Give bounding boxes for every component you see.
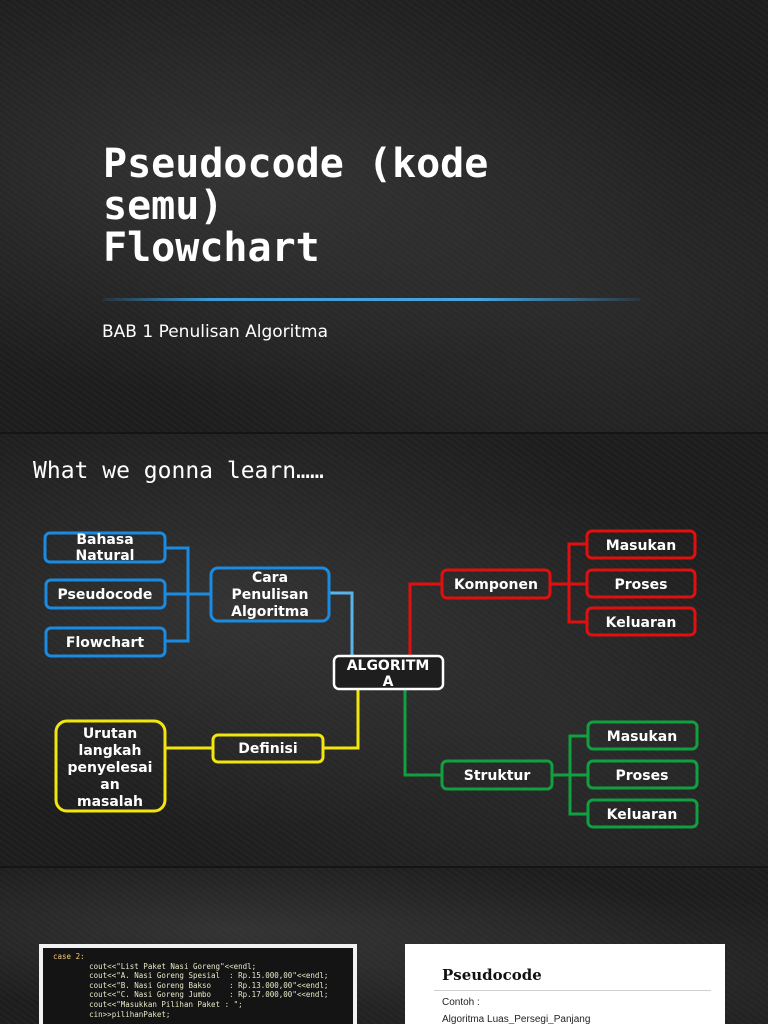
svg-text:Keluaran: Keluaran <box>606 615 677 631</box>
code-line: cin>>pilihanPaket; <box>53 1009 171 1019</box>
connector-flowchart <box>165 594 190 643</box>
code-line: cout<<"C. Nasi Goreng Jumbo : Rp.17.000,… <box>53 990 329 1000</box>
svg-text:Struktur: Struktur <box>464 768 531 784</box>
node-struktur: Struktur <box>440 759 554 791</box>
connector-komponen-keluaran <box>567 584 587 624</box>
svg-text:Urutan: Urutan <box>83 726 137 742</box>
node-komponen-masukan: Masukan <box>585 529 697 560</box>
node-bahasa-natural: Bahasa Natural <box>43 531 167 564</box>
slide-heading: What we gonna learn…… <box>33 458 324 484</box>
title-divider <box>103 298 640 301</box>
svg-text:langkah: langkah <box>79 743 142 759</box>
code-line: cout<<"List Paket Nasi Goreng"<<endl; <box>53 961 257 971</box>
yellow-connectors <box>165 689 360 750</box>
mindmap-slide: What we gonna learn…… <box>0 434 768 866</box>
title-line-3: Flowchart <box>103 225 320 271</box>
blue-connectors <box>165 546 211 643</box>
document-title: Pseudocode <box>442 966 542 984</box>
node-pseudocode: Pseudocode <box>44 578 167 610</box>
connector-bahasa-natural <box>165 546 190 594</box>
svg-text:Pseudocode: Pseudocode <box>58 587 153 603</box>
svg-text:Masukan: Masukan <box>606 538 676 554</box>
svg-text:an: an <box>100 777 119 793</box>
node-urutan-langkah: Urutan langkah penyelesai an masalah <box>54 719 167 813</box>
svg-text:Komponen: Komponen <box>454 577 538 593</box>
svg-text:Keluaran: Keluaran <box>607 807 678 823</box>
node-komponen-keluaran: Keluaran <box>585 606 697 637</box>
node-cara-penulisan-algoritma: Cara Penulisan Algoritma <box>209 566 331 623</box>
code-screenshot: case 2: cout<<"List Paket Nasi Goreng"<<… <box>39 944 357 1024</box>
connector-komponen-masukan <box>550 542 587 586</box>
node-struktur-proses: Proses <box>586 759 699 790</box>
green-connectors <box>403 689 588 816</box>
node-komponen: Komponen <box>440 568 552 600</box>
title-line-2: semu) <box>103 183 224 229</box>
title-line-1: Pseudocode (kode <box>103 141 489 187</box>
svg-text:penyelesai: penyelesai <box>68 760 153 776</box>
node-struktur-keluaran: Keluaran <box>586 798 699 829</box>
node-komponen-proses: Proses <box>585 568 697 599</box>
connector-cara-algoritma <box>329 591 354 656</box>
svg-text:ALGORITM: ALGORITM <box>347 658 430 674</box>
svg-text:Algoritma: Algoritma <box>231 604 309 620</box>
node-flowchart: Flowchart <box>44 626 167 658</box>
code-line: cout<<"B. Nasi Goreng Bakso : Rp.13.000,… <box>53 980 329 990</box>
title-slide: Pseudocode (kode semu) Flowchart BAB 1 P… <box>0 0 768 432</box>
node-definisi: Definisi <box>211 733 325 764</box>
red-connectors <box>408 542 587 656</box>
connector-struktur-masukan <box>552 734 588 777</box>
document-line: Algoritma Luas_Persegi_Panjang <box>442 1014 591 1024</box>
slide-title: Pseudocode (kode semu) Flowchart <box>103 143 488 269</box>
node-struktur-masukan: Masukan <box>586 720 699 751</box>
code-line: cout<<"Masukkan Pilihan Paket : "; <box>53 999 243 1009</box>
svg-text:A: A <box>383 674 394 690</box>
pseudocode-document: Pseudocode Contoh : Algoritma Luas_Perse… <box>405 944 725 1024</box>
svg-text:Proses: Proses <box>616 768 669 784</box>
document-line: Contoh : <box>442 997 480 1008</box>
code-line: cout<<"A. Nasi Goreng Spesial : Rp.15.00… <box>53 971 329 981</box>
svg-text:masalah: masalah <box>77 794 143 810</box>
connector-definisi-algoritma <box>323 689 360 750</box>
code-line: case 2: <box>53 952 85 961</box>
pseudocode-slide: case 2: cout<<"List Paket Nasi Goreng"<<… <box>0 868 768 1024</box>
svg-text:Masukan: Masukan <box>607 729 677 745</box>
svg-text:Proses: Proses <box>615 577 668 593</box>
algorithm-mindmap: Bahasa Natural Pseudocode Flowchart Cara… <box>43 529 699 829</box>
svg-text:Natural: Natural <box>76 548 135 564</box>
node-algoritma: ALGORITM A <box>332 654 445 691</box>
connector-algoritma-komponen <box>408 582 442 656</box>
connector-algoritma-struktur <box>403 689 442 777</box>
svg-text:Bahasa: Bahasa <box>76 532 133 548</box>
svg-text:Flowchart: Flowchart <box>66 635 145 651</box>
slide-subtitle: BAB 1 Penulisan Algoritma <box>102 322 329 342</box>
document-rule <box>434 990 711 991</box>
svg-text:Penulisan: Penulisan <box>231 587 308 603</box>
connector-struktur-keluaran <box>568 775 588 816</box>
svg-text:Cara: Cara <box>252 570 288 586</box>
svg-text:Definisi: Definisi <box>238 741 297 757</box>
